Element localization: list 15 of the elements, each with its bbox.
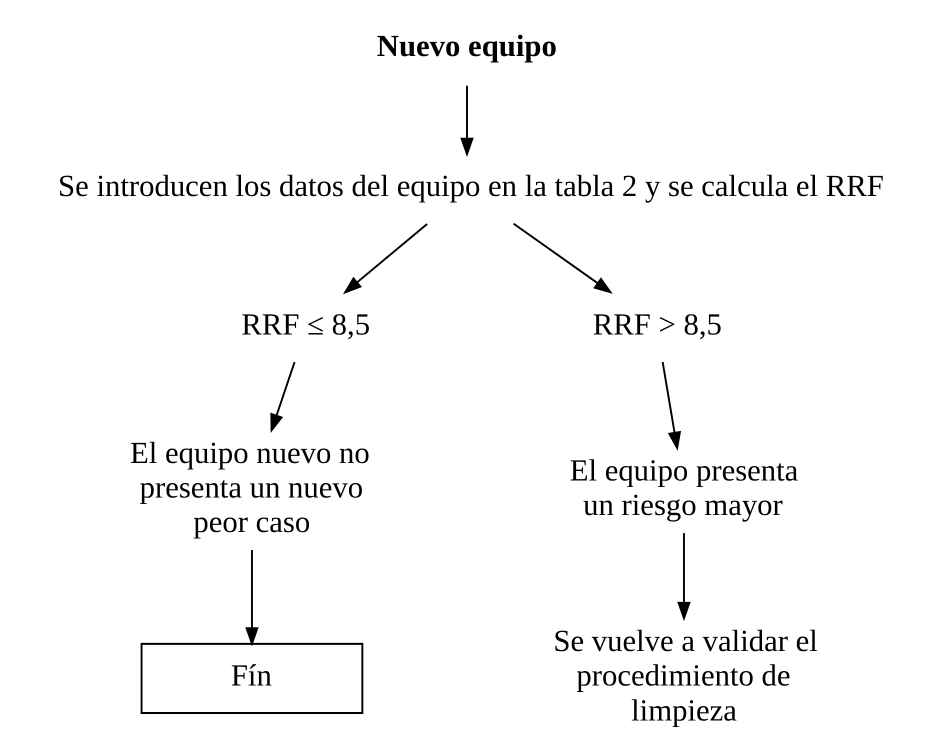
arrow <box>676 533 690 622</box>
node-text: Se vuelve a validar el procedimiento de limpieza <box>552 624 818 728</box>
arrow <box>342 223 428 294</box>
arrow <box>270 362 295 433</box>
node-box: Fín <box>140 642 363 714</box>
arrow <box>244 550 258 646</box>
arrow <box>512 222 612 294</box>
arrow <box>460 86 474 157</box>
node-text: Nuevo equipo <box>376 28 556 63</box>
arrow <box>661 362 681 451</box>
node-text: RRF ≤ 8,5 <box>240 307 370 342</box>
node-text: El equipo nuevo no presenta un nuevo peor caso <box>130 436 370 540</box>
node-text: RRF > 8,5 <box>592 307 722 342</box>
node-text: El equipo presenta un riesgo mayor <box>569 453 798 522</box>
node-text: Se introducen los datos del equipo en la tabla 2 y se calcula el RRF <box>58 169 884 204</box>
